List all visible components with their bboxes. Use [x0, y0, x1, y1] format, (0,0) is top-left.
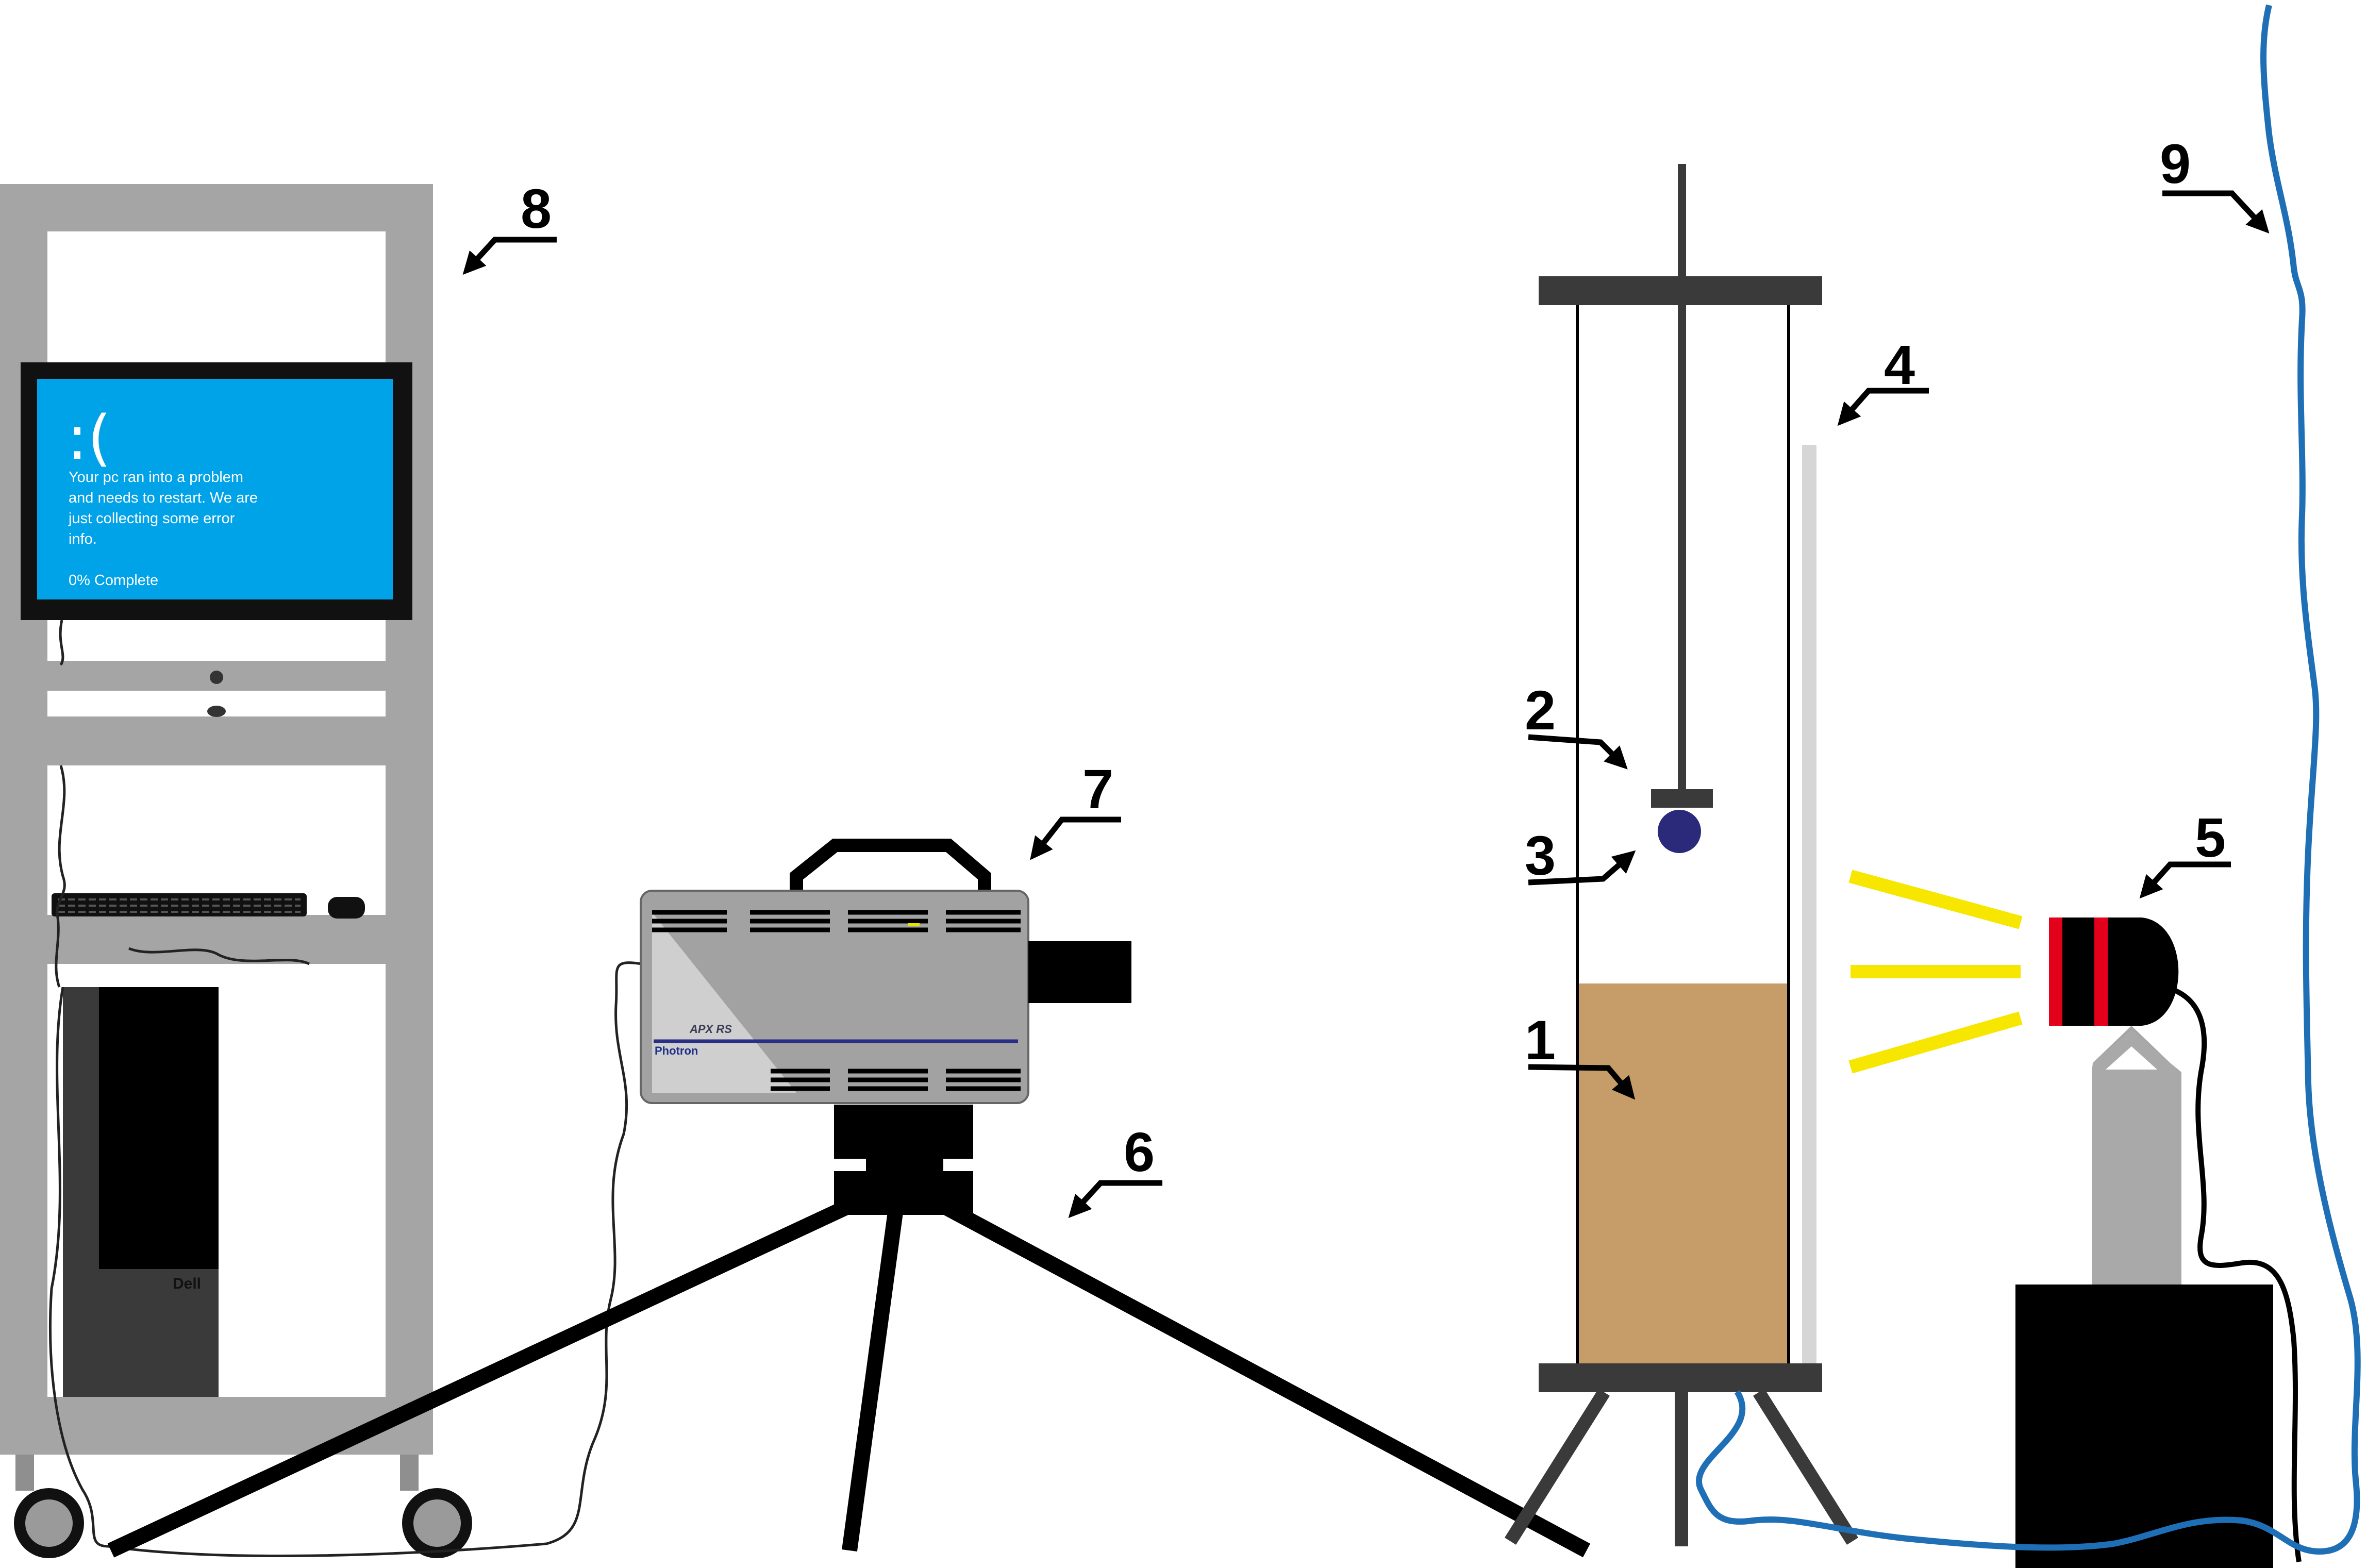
label-5-light: 5 — [2195, 806, 2226, 869]
scale-ruler — [1802, 445, 1816, 1363]
keyboard — [52, 893, 307, 916]
label-7-camera: 7 — [1082, 758, 1113, 820]
bsod-face: :( — [67, 402, 111, 473]
light-source — [1848, 870, 2302, 1568]
cable — [1696, 4, 2361, 1555]
light-stand-base — [2015, 1285, 2273, 1568]
release-rod — [1678, 164, 1686, 789]
release-mechanism — [1651, 789, 1713, 808]
high-speed-camera: APX RS Photron — [640, 839, 1131, 1104]
camera-vents — [652, 910, 1021, 1091]
tripod — [107, 1105, 1591, 1558]
bsod-line-2: and needs to restart. We are — [69, 490, 258, 506]
settling-column — [1504, 164, 1859, 1546]
label-1-sediment: 1 — [1525, 1009, 1556, 1071]
label-3-sphere: 3 — [1525, 824, 1556, 887]
caster-wheel-right — [402, 1488, 472, 1558]
pc-brand-label: Dell — [173, 1275, 201, 1292]
camera-brand-label: Photron — [655, 1044, 698, 1057]
sediment-bed — [1579, 983, 1787, 1363]
camera-model-label: APX RS — [689, 1023, 732, 1036]
monitor-screen — [37, 379, 393, 599]
sphere — [1658, 810, 1701, 853]
monitor: :( Your pc ran into a problem and needs … — [21, 362, 412, 620]
bsod-line-3: just collecting some error — [68, 510, 235, 527]
label-8-computer: 8 — [521, 177, 552, 240]
rack-cables — [49, 620, 642, 1558]
label-9-cable: 9 — [2160, 132, 2191, 195]
label-4-ruler: 4 — [1884, 333, 1915, 396]
mouse — [328, 897, 365, 919]
bsod-line-4: info. — [69, 531, 97, 547]
bsod-progress: 0% Complete — [69, 572, 158, 589]
camera-lens — [1028, 941, 1131, 1003]
label-2-release: 2 — [1525, 679, 1556, 741]
bsod-line-1: Your pc ran into a problem — [69, 469, 243, 486]
label-6-tripod: 6 — [1124, 1121, 1155, 1183]
caster-wheel-left — [14, 1488, 84, 1558]
light-rays — [1848, 870, 2023, 1074]
callout-arrows — [462, 190, 2270, 1219]
pc-tower: Dell — [63, 987, 219, 1397]
